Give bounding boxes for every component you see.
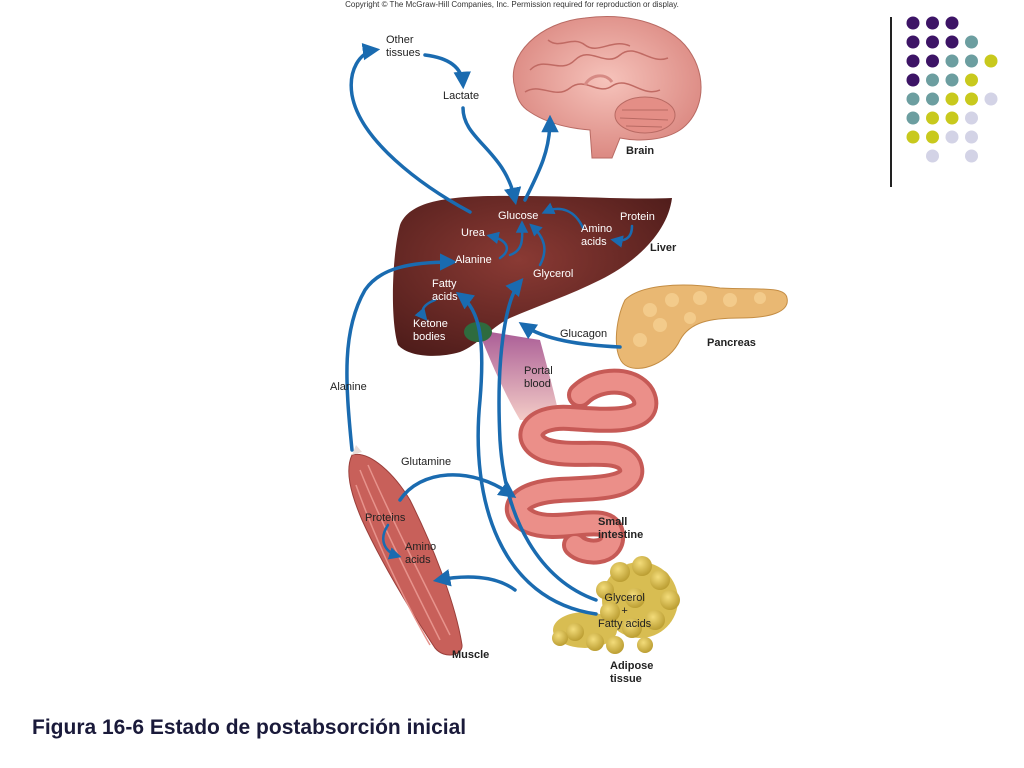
dot-purple (906, 16, 920, 30)
brain-illustration (512, 16, 702, 159)
pathway-arrows (345, 42, 634, 616)
dot-yellow (906, 130, 920, 144)
dot-teal (926, 73, 939, 87)
dot-purple (945, 16, 959, 30)
brain-label: Brain (626, 145, 655, 157)
arrow-protein-to-amino-acids (610, 224, 634, 248)
arrow-fatty-acids-to-ketones (414, 298, 437, 321)
adipose-label: Adipose tissue (610, 660, 654, 685)
dot-purple (906, 54, 920, 68)
arrow-adipose-fatty-acids-to-liver (455, 291, 598, 616)
copyright-notice: Copyright © The McGraw-Hill Companies, I… (345, 0, 679, 9)
dot-lavender (926, 149, 939, 163)
dot-yellow (926, 111, 939, 125)
muscle-proteins-label: Proteins (365, 512, 406, 524)
small-intestine-label: Small intestine (598, 516, 644, 541)
liver-alanine-label: Alanine (455, 254, 492, 266)
dot-teal (945, 73, 959, 87)
dot-teal (965, 54, 978, 68)
arrow-adipose-glycerol-to-liver (497, 277, 598, 602)
pancreas-label: Pancreas (707, 337, 756, 349)
dot-purple (906, 73, 920, 87)
portal-blood-vessel (478, 330, 560, 420)
arrow-alanine-to-glucose (508, 220, 529, 257)
arrow-alanine-to-urea (486, 231, 509, 260)
arrow-glucose-to-other-tissues (349, 42, 472, 214)
decorative-dot-grid (906, 16, 998, 163)
liver-label: Liver (650, 242, 677, 254)
muscle-label: Muscle (452, 649, 490, 661)
dot-purple (926, 54, 939, 68)
pancreas-illustration (615, 284, 788, 369)
dot-yellow (945, 92, 959, 106)
arrow-muscle-to-alanine (345, 253, 458, 452)
dot-lavender (965, 111, 978, 125)
muscle-illustration (348, 445, 463, 656)
dot-yellow (965, 73, 978, 87)
dot-yellow (926, 130, 939, 144)
protein-label: Protein (620, 211, 655, 223)
muscle-amino-acids-label: Amino acids (405, 541, 437, 566)
ketone-bodies-label: Ketone bodies (413, 318, 448, 343)
dot-lavender (945, 130, 959, 144)
other-tissues-label: Other tissues (386, 34, 421, 59)
lactate-label: Lactate (443, 90, 480, 102)
dot-purple (926, 16, 939, 30)
dot-purple (906, 35, 920, 49)
dot-teal (906, 111, 920, 125)
figure-caption: Figura 16-6 Estado de postabsorción inic… (32, 716, 467, 739)
arrow-lactate-to-glucose (461, 106, 522, 206)
glucagon-label: Glucagon (560, 328, 608, 340)
dot-purple (945, 35, 959, 49)
urea-label: Urea (461, 227, 485, 239)
liver-amino-acids-label: Amino acids (581, 223, 613, 248)
dot-purple (926, 35, 939, 49)
dot-teal (965, 35, 978, 49)
small-intestine-illustration (504, 368, 659, 565)
arrow-amino-acids-to-glucose (541, 202, 585, 230)
path-alanine-label: Alanine (330, 381, 367, 393)
dot-yellow (965, 92, 978, 106)
glycerol-fatty-acids-label: Glycerol + Fatty acids (598, 592, 652, 630)
arrow-adipose-to-muscle-amino-acids (432, 569, 517, 592)
dot-yellow (945, 111, 959, 125)
liver-glycerol-label: Glycerol (533, 268, 574, 280)
dot-teal (926, 92, 939, 106)
dot-yellow (984, 54, 998, 68)
vertical-rule (890, 17, 892, 187)
liver-fatty-acids-label: Fatty acids (432, 278, 458, 303)
arrow-muscle-glutamine-to-intestine (398, 473, 517, 502)
dot-teal (945, 54, 959, 68)
arrow-pancreas-to-liver (518, 322, 622, 349)
dot-lavender (965, 149, 978, 163)
arrow-glycerol-to-glucose (529, 223, 546, 267)
arrow-proteins-to-amino-acids (382, 523, 402, 560)
glutamine-label: Glutamine (401, 456, 452, 468)
dot-teal (906, 92, 920, 106)
glucose-label: Glucose (498, 210, 539, 222)
adipose-illustration (552, 556, 680, 654)
arrow-glucose-to-brain (523, 114, 559, 202)
portal-blood-label: Portal blood (524, 365, 553, 390)
arrow-other-tissues-to-lactate (423, 53, 471, 90)
dot-lavender (965, 130, 978, 144)
dot-lavender (984, 92, 998, 106)
